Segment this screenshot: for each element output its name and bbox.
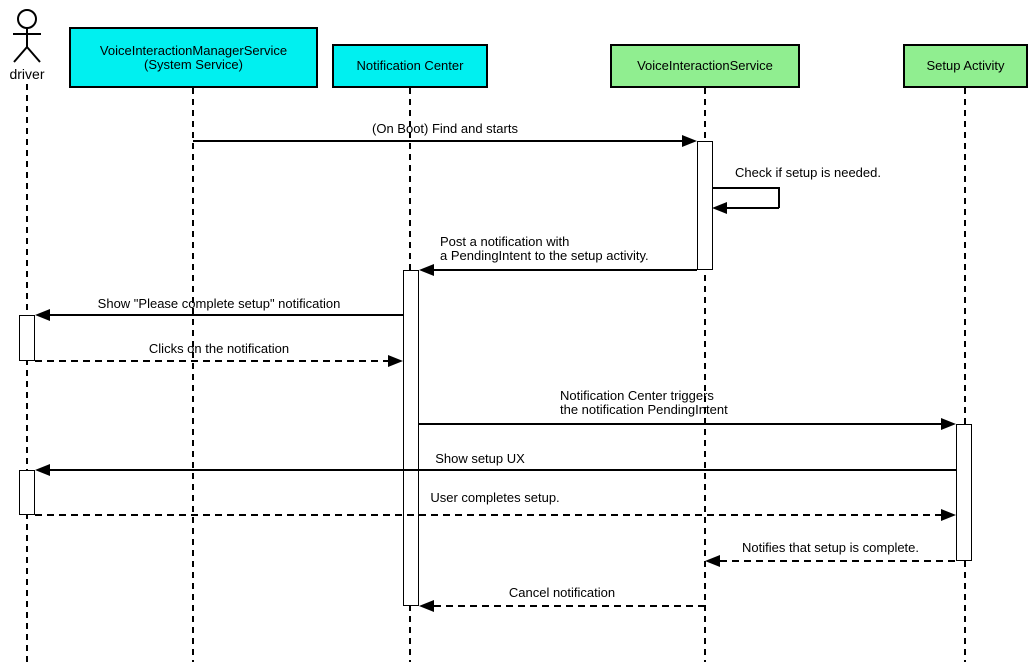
message-6-arrowhead <box>941 418 956 430</box>
message-4-line <box>50 314 403 316</box>
activation-voice-interaction-service <box>697 141 713 270</box>
message-2-line-bottom <box>727 207 779 209</box>
activation-driver-2 <box>19 470 35 515</box>
activation-setup-activity <box>956 424 972 561</box>
message-10-label: Cancel notification <box>508 585 616 600</box>
message-4-arrowhead <box>35 309 50 321</box>
message-3-line <box>434 269 697 271</box>
activation-driver-1 <box>19 315 35 361</box>
message-1-line <box>193 140 683 142</box>
actor-icon <box>13 9 41 63</box>
message-8-line <box>35 514 941 516</box>
message-2-line-right <box>778 187 780 208</box>
actor-label: driver <box>9 66 45 82</box>
message-9-arrowhead <box>705 555 720 567</box>
message-3-arrowhead <box>419 264 434 276</box>
participant-setup-activity: Setup Activity <box>903 44 1028 88</box>
message-10-line <box>434 605 705 607</box>
message-2-line-top <box>712 187 780 189</box>
participant-notification-center: Notification Center <box>332 44 488 88</box>
message-4-label: Show "Please complete setup" notificatio… <box>97 296 341 311</box>
lifeline-driver <box>26 84 28 662</box>
participant-voice-interaction-service: VoiceInteractionService <box>610 44 800 88</box>
message-7-arrowhead <box>35 464 50 476</box>
message-2-label: Check if setup is needed. <box>735 165 881 180</box>
lifeline-voice-interaction-manager-service <box>192 88 194 662</box>
message-1-label: (On Boot) Find and starts <box>372 121 518 136</box>
message-6-line <box>419 423 941 425</box>
message-6-label: Notification Center triggers the notific… <box>560 388 728 417</box>
message-10-arrowhead <box>419 600 434 612</box>
message-7-line <box>50 469 956 471</box>
lifeline-setup-activity <box>964 88 966 662</box>
message-2-arrowhead <box>712 202 727 214</box>
message-9-label: Notifies that setup is complete. <box>741 540 920 555</box>
message-5-label: Clicks on the notification <box>148 341 290 356</box>
message-7-label: Show setup UX <box>435 451 525 466</box>
activation-notification-center <box>403 270 419 606</box>
message-5-line <box>35 360 388 362</box>
message-3-label: Post a notification with a PendingIntent… <box>440 234 649 263</box>
participant-voice-interaction-manager-service: VoiceInteractionManagerService (System S… <box>69 27 318 88</box>
message-9-line <box>720 560 956 562</box>
message-8-label: User completes setup. <box>430 490 560 505</box>
message-5-arrowhead <box>388 355 403 367</box>
lifeline-voice-interaction-service <box>704 88 706 662</box>
message-8-arrowhead <box>941 509 956 521</box>
message-1-arrowhead <box>682 135 697 147</box>
